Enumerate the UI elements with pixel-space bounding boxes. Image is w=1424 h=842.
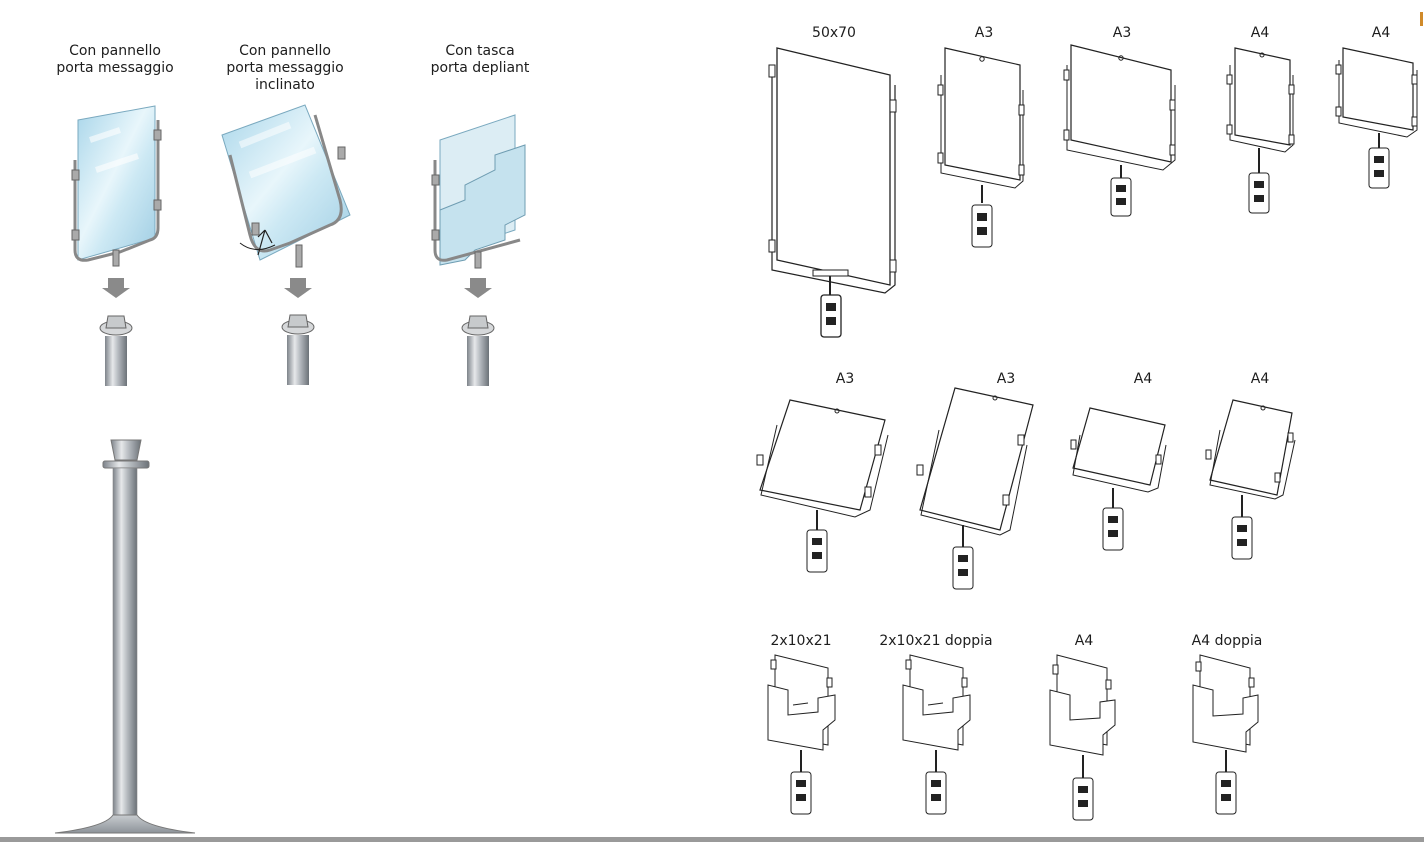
option-caption-brochure-pocket: Con tasca porta depliant xyxy=(430,43,530,76)
variant-label-a3-top-1: A3 xyxy=(974,25,994,41)
frame-50x70-drawing xyxy=(768,47,897,338)
variant-label-a3-mid-1: A3 xyxy=(835,371,855,387)
pocket-2x10x21-drawing xyxy=(767,654,836,815)
inclined-a4-mid-1-drawing xyxy=(1070,407,1167,551)
frame-a3-top-2-drawing xyxy=(1063,44,1176,217)
variant-label-a4-top-1: A4 xyxy=(1250,25,1270,41)
frame-a3-top-1-drawing xyxy=(937,47,1025,248)
brochure-pocket-illustration xyxy=(431,114,526,386)
inclined-a3-mid-1-drawing xyxy=(756,399,889,573)
inclined-a4-mid-2-drawing xyxy=(1205,399,1296,560)
corner-accent-mark xyxy=(1420,12,1423,26)
variant-label-a3-top-2: A3 xyxy=(1112,25,1132,41)
pocket-2x10x21-double-drawing xyxy=(902,654,971,815)
pocket-a4-drawing xyxy=(1049,654,1116,821)
variant-label-2x10x21-double: 2x10x21 doppia xyxy=(879,633,993,649)
variant-label-2x10x21: 2x10x21 xyxy=(770,633,832,649)
option-caption-inclined-panel: Con pannello porta messaggio inclinato xyxy=(226,43,344,93)
frame-a4-top-2-drawing xyxy=(1335,47,1418,189)
pocket-a4-double-drawing xyxy=(1192,654,1259,815)
bottom-divider-bar xyxy=(0,837,1424,842)
inclined-panel-illustration xyxy=(221,104,351,385)
option-caption-message-panel: Con pannello porta messaggio xyxy=(56,43,174,76)
variant-label-a4-bottom: A4 xyxy=(1074,633,1094,649)
inclined-a3-mid-2-drawing xyxy=(916,387,1034,590)
variant-label-a4-top-2: A4 xyxy=(1371,25,1391,41)
message-panel-illustration xyxy=(71,105,162,386)
variant-label-a4-mid-1: A4 xyxy=(1133,371,1153,387)
variant-label-a4-mid-2: A4 xyxy=(1250,371,1270,387)
stanchion-post-illustration xyxy=(54,439,196,834)
variant-label-a4-double: A4 doppia xyxy=(1191,633,1263,649)
variant-label-50x70: 50x70 xyxy=(812,25,856,41)
frame-a4-top-1-drawing xyxy=(1226,47,1295,214)
variant-label-a3-mid-2: A3 xyxy=(996,371,1016,387)
